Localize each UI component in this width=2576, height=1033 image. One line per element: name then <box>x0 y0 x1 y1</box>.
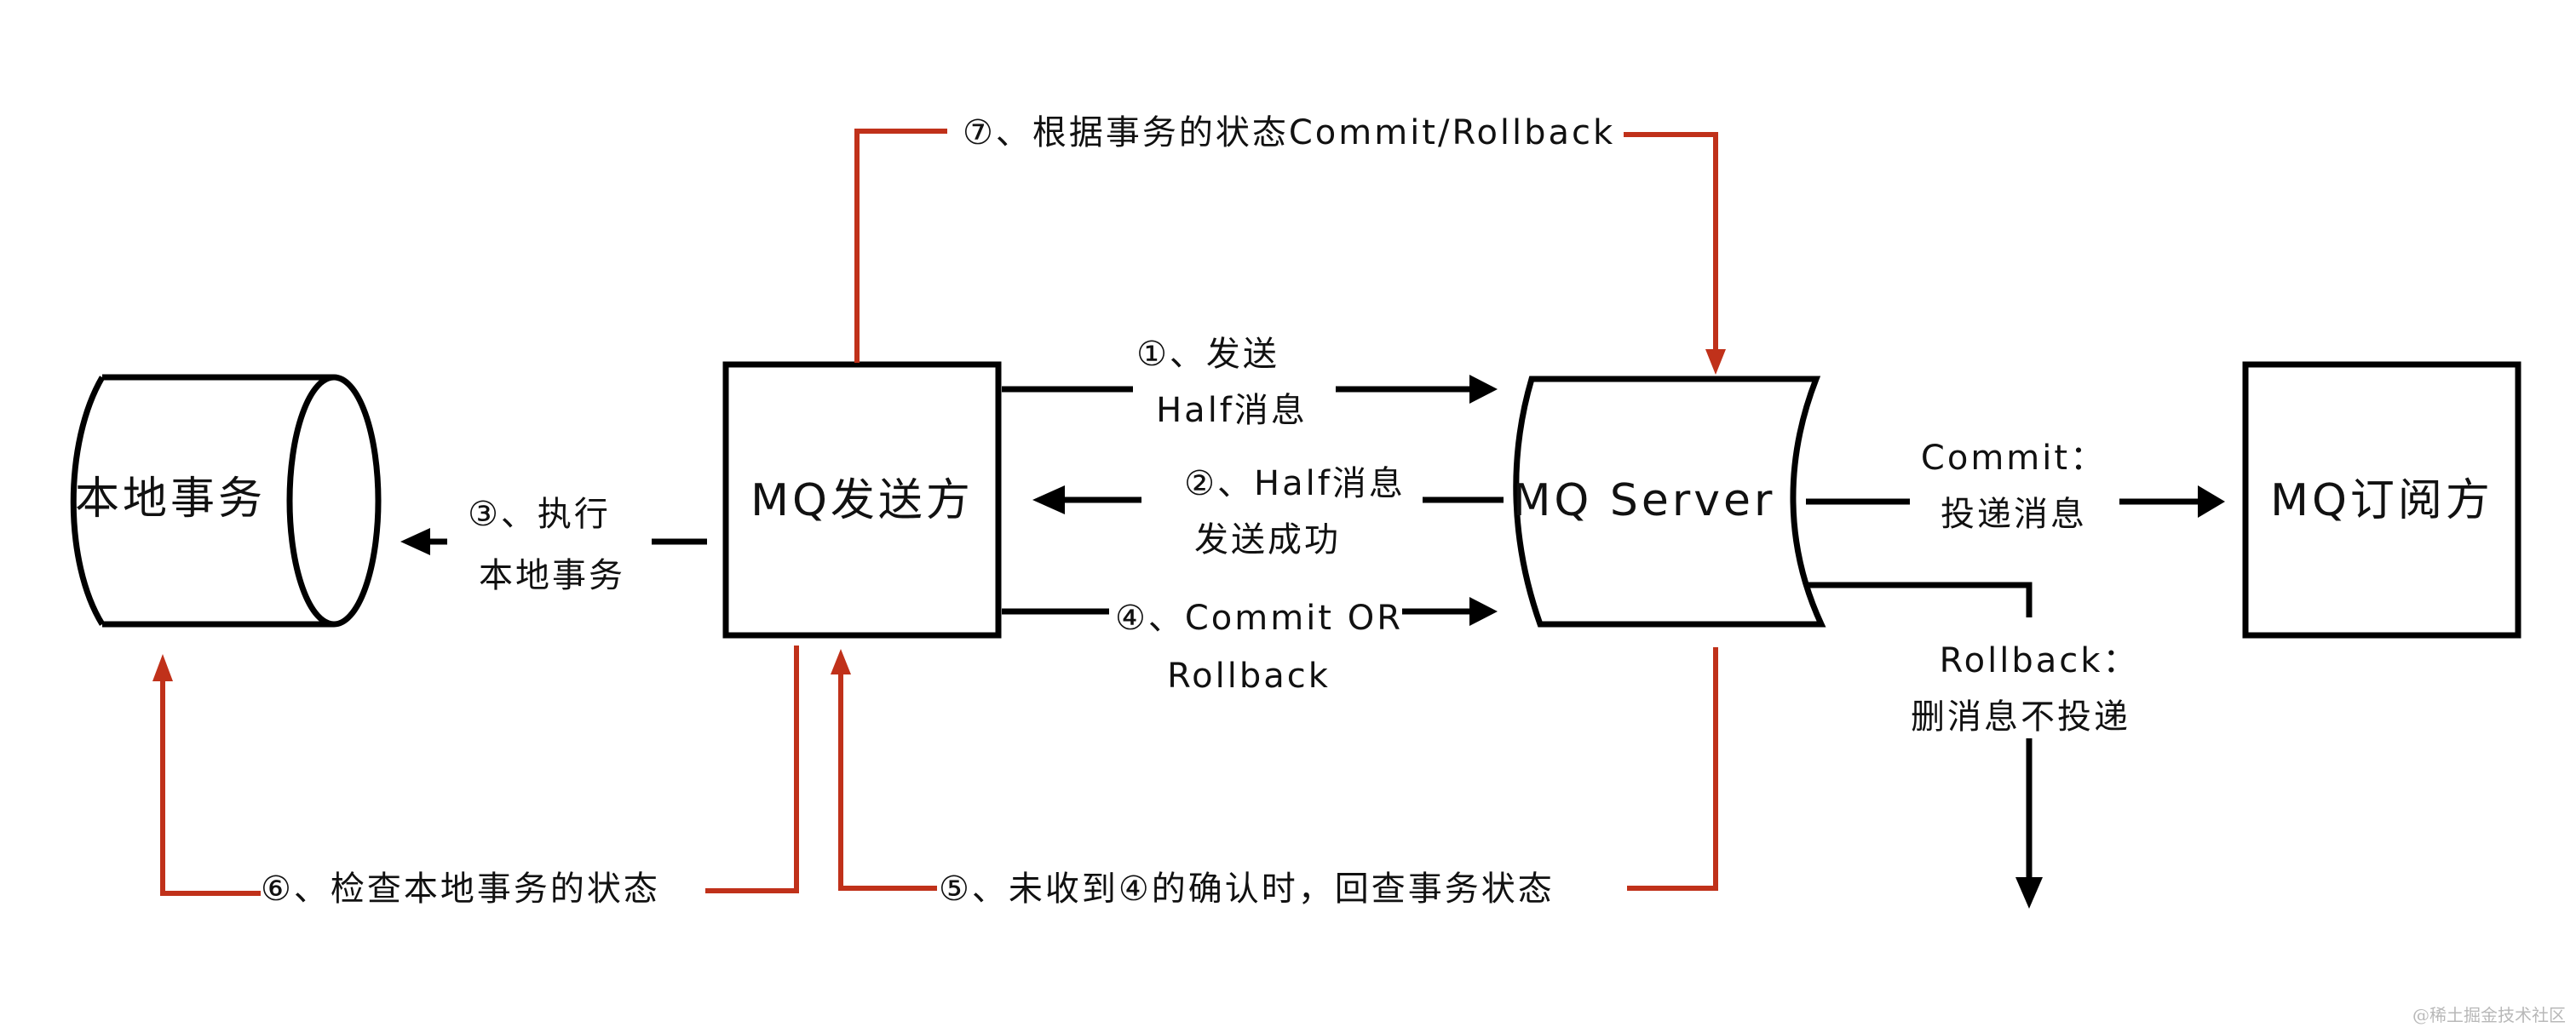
step5-red-arrow <box>831 647 1718 891</box>
step4-arrow <box>1002 597 1498 626</box>
local-transaction-label: 本地事务 <box>75 473 267 525</box>
step1-label-line1: ①、发送 <box>1136 335 1279 374</box>
server-label: MQ Server <box>1512 475 1776 526</box>
commit-label-line2: 投递消息 <box>1941 495 2087 534</box>
step2-arrow <box>1032 485 1504 514</box>
step3-arrow <box>400 528 707 555</box>
step5-label: ⑤、未收到④的确认时，回查事务状态 <box>939 869 1555 909</box>
step2-label-line2: 发送成功 <box>1194 520 1341 560</box>
step6-label: ⑥、检查本地事务的状态 <box>261 869 660 909</box>
cylinder-end-ellipse <box>286 374 382 628</box>
watermark: @稀土掘金技术社区 <box>2412 1005 2566 1025</box>
commit-arrow <box>1806 485 2225 518</box>
producer-node <box>722 361 1002 639</box>
step4-label-line1: ④、Commit OR <box>1115 599 1403 638</box>
step1-label-line2: Half消息 <box>1156 391 1308 430</box>
consumer-node <box>2242 361 2521 639</box>
step3-label-line2: 本地事务 <box>479 556 625 595</box>
server-node <box>1513 376 1826 628</box>
cylinder-body <box>70 374 334 628</box>
step1-arrow <box>1002 375 1498 404</box>
commit-label-line1: Commit： <box>1920 439 2107 478</box>
step6-red-arrow <box>152 646 799 896</box>
step4-label-line2: Rollback <box>1167 657 1331 696</box>
rollback-label-line1: Rollback： <box>1939 641 2140 680</box>
step7-red-arrow <box>854 129 1726 375</box>
step7-label: ⑦、根据事务的状态Commit/Rollback <box>963 113 1616 152</box>
rollback-arrow <box>1806 582 2043 909</box>
producer-label: MQ发送方 <box>750 475 974 526</box>
consumer-label: MQ订阅方 <box>2270 475 2493 526</box>
step2-label-line1: ②、Half消息 <box>1184 464 1406 503</box>
local-transaction-node <box>70 374 382 628</box>
rollback-label-line2: 删消息不投递 <box>1911 697 2130 737</box>
step3-label-line1: ③、执行 <box>468 495 611 534</box>
